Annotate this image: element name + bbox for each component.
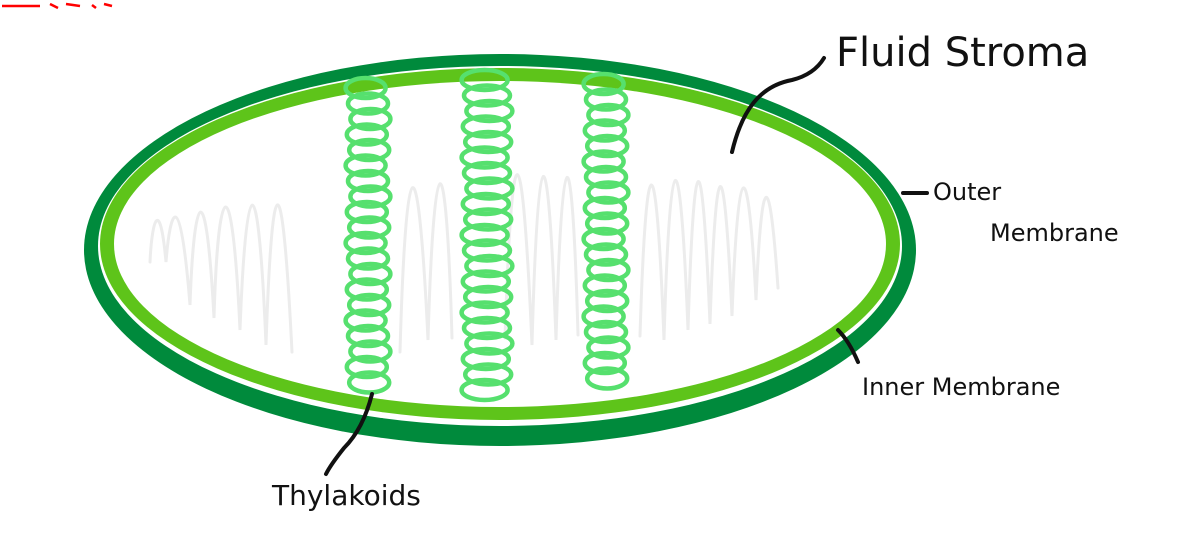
- thylakoid-disc: [343, 230, 388, 256]
- thylakoid-disc: [460, 114, 512, 139]
- fluid-stroma-label: Fluid Stroma: [836, 30, 1089, 76]
- inner-membrane-label: Inner Membrane: [862, 373, 1060, 401]
- thylakoid-disc: [584, 366, 630, 391]
- fluid-stroma-leader: [730, 56, 826, 154]
- thylakoid-disc: [343, 75, 388, 101]
- thylakoid-disc: [348, 339, 393, 364]
- thylakoid-disc: [583, 164, 629, 190]
- thylakoid-disc: [459, 377, 510, 403]
- thylakoid-disc: [462, 362, 514, 387]
- thylakoid-disc: [345, 323, 391, 349]
- thylakoid-disc: [346, 215, 392, 240]
- thylakoid-stack-3: [581, 71, 631, 391]
- thylakoid-disc: [583, 87, 629, 112]
- thylakoid-disc: [581, 71, 626, 97]
- thylakoid-disc: [460, 346, 512, 372]
- thylakoid-disc: [346, 137, 392, 163]
- thylakoid-disc: [460, 191, 512, 217]
- thylakoid-disc: [460, 269, 512, 294]
- thylakoid-disc: [348, 261, 393, 287]
- thylakoid-disc: [462, 129, 514, 155]
- corner-mark: [2, 2, 113, 10]
- thylakoid-disc: [343, 153, 388, 178]
- thylakoid-disc: [459, 145, 510, 170]
- thylakoid-disc: [344, 277, 390, 302]
- thylakoid-disc: [344, 354, 390, 380]
- thylakoid-disc: [345, 246, 391, 271]
- thylakoid-disc: [581, 304, 626, 329]
- thylakoid-disc: [461, 315, 513, 341]
- thylakoid-disc: [464, 176, 515, 201]
- thylakoid-disc: [582, 273, 628, 298]
- thylakoid-disc: [584, 133, 630, 159]
- thylakoid-disc: [459, 300, 510, 325]
- thylakoid-disc: [584, 211, 630, 236]
- stroma-lines: [148, 173, 780, 354]
- outer-membrane-label-line2: Membrane: [990, 219, 1119, 247]
- thylakoid-disc: [461, 83, 513, 108]
- thylakoid-disc: [586, 102, 631, 128]
- thylakoid-disc: [583, 319, 629, 345]
- thylakoid-disc: [582, 350, 628, 376]
- thylakoid-disc: [344, 199, 390, 225]
- thylakoid-disc: [344, 122, 390, 147]
- thylakoid-disc: [464, 331, 515, 356]
- thylakoid-disc: [462, 207, 514, 232]
- thylakoid-disc: [459, 67, 510, 93]
- thylakoid-disc: [348, 184, 393, 209]
- thylakoid-disc: [464, 98, 515, 124]
- outer-membrane-label-line1: Outer: [933, 178, 1001, 206]
- thylakoid-disc: [461, 160, 513, 186]
- thylakoid-disc: [346, 370, 392, 395]
- thylakoids-label: Thylakoids: [271, 479, 421, 512]
- thylakoid-disc: [582, 118, 628, 143]
- inner-membrane-leader: [836, 328, 860, 364]
- thylakoid-disc: [584, 288, 630, 314]
- thylakoid-disc: [345, 168, 391, 194]
- thylakoid-disc: [346, 292, 392, 318]
- thylakoid-stack-2: [459, 67, 515, 403]
- thylakoid-disc: [586, 180, 631, 205]
- thylakoid-disc: [583, 242, 629, 267]
- thylakoids-leader: [324, 392, 374, 476]
- thylakoid-disc: [464, 253, 515, 279]
- thylakoid-disc: [461, 238, 513, 263]
- thylakoid-disc: [459, 222, 510, 248]
- thylakoid-disc: [348, 106, 393, 132]
- thylakoid-disc: [586, 335, 631, 360]
- thylakoid-disc: [581, 226, 626, 252]
- thylakoid-disc: [581, 149, 626, 174]
- thylakoid-disc: [343, 308, 388, 333]
- thylakoid-disc: [586, 257, 631, 283]
- thylakoid-stack-1: [343, 75, 393, 395]
- thylakoid-disc: [345, 91, 391, 116]
- thylakoid-disc: [582, 195, 628, 221]
- thylakoid-disc: [462, 284, 514, 310]
